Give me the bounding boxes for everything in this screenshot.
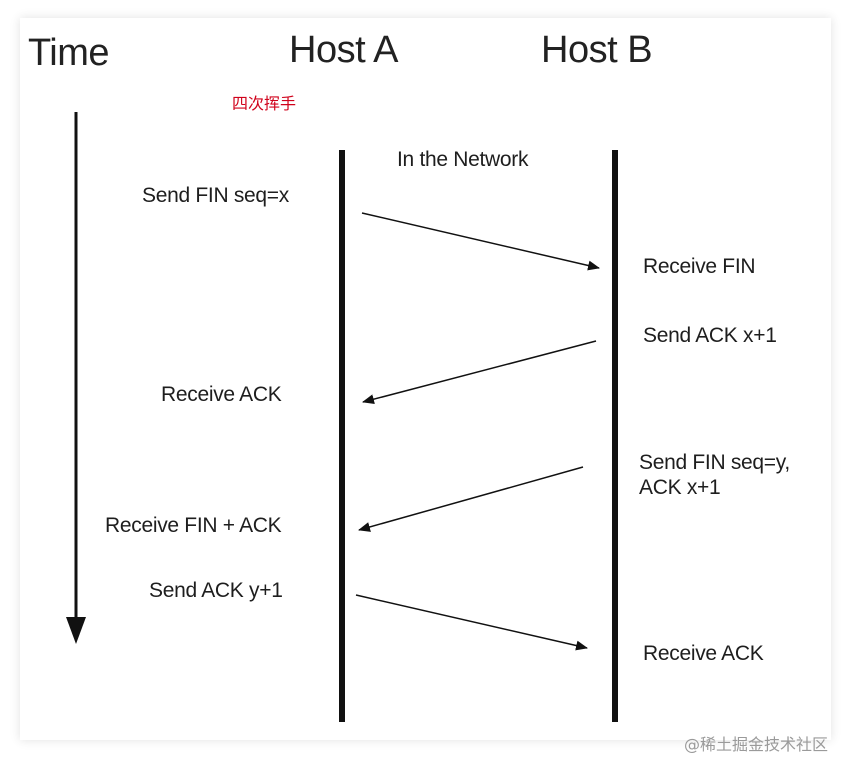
arrow-fin-ack-b-to-a: [358, 466, 584, 532]
network-label: In the Network: [397, 148, 529, 171]
host-b-send-ack-x: Send ACK x+1: [643, 324, 777, 347]
watermark-text: @稀土掘金技术社区: [684, 735, 829, 754]
host-a-send-ack-y: Send ACK y+1: [149, 579, 283, 602]
arrow-fin-a-to-b: [361, 212, 600, 271]
arrow-ack-a-to-b: [355, 594, 588, 651]
host-a-send-fin: Send FIN seq=x: [142, 184, 289, 207]
diagram-panel: [20, 18, 831, 740]
host-b-send-fin-y-line1: Send FIN seq=y,: [639, 451, 790, 474]
host-b-send-fin-y-line2: ACK x+1: [639, 476, 721, 499]
host-a-receive-fin-ack: Receive FIN + ACK: [105, 514, 282, 537]
host-a-header: Host A: [289, 29, 398, 71]
arrow-ack-b-to-a: [362, 340, 597, 405]
annotation-label: 四次挥手: [232, 94, 297, 113]
time-axis-arrowhead: [66, 617, 86, 644]
host-b-receive-ack: Receive ACK: [643, 642, 764, 665]
host-b-receive-fin: Receive FIN: [643, 255, 756, 278]
host-b-header: Host B: [541, 29, 653, 71]
time-header: Time: [28, 32, 110, 74]
host-a-receive-ack: Receive ACK: [161, 383, 282, 406]
